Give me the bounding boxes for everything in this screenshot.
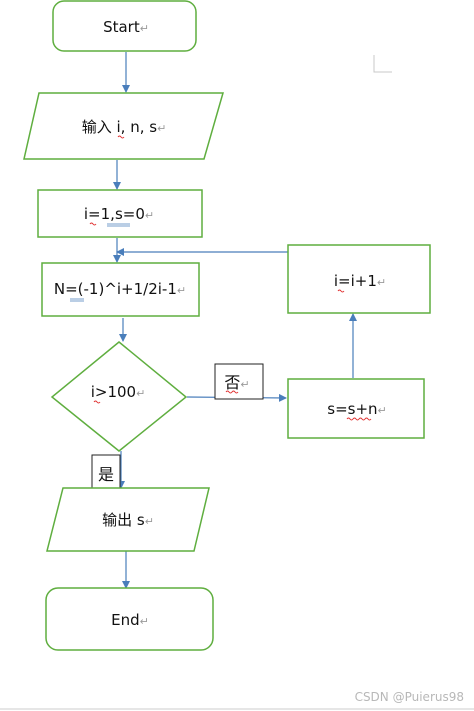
increment-node: i=i+1↵ xyxy=(287,244,431,314)
accumulate-process-shape xyxy=(287,378,425,439)
output-label: 输出 s↵ xyxy=(102,511,154,529)
yes-branch-label: 是 xyxy=(91,454,121,493)
compute-label: N=(-1)^i+1/2i-1↵ xyxy=(54,280,186,298)
decision-diamond-shape xyxy=(50,341,188,452)
compute-node: N=(-1)^i+1/2i-1↵ xyxy=(41,262,200,317)
grammar-underline xyxy=(107,223,130,227)
spell-squiggle xyxy=(225,390,239,394)
input-parallelogram-shape xyxy=(23,92,224,160)
accumulate-label: s=s+n↵ xyxy=(327,400,387,418)
init-process-shape xyxy=(37,189,203,238)
spell-squiggle xyxy=(117,135,125,139)
end-terminal-shape xyxy=(45,587,214,651)
start-node: Start↵ xyxy=(52,0,197,52)
paragraph-mark: ↵ xyxy=(177,284,186,297)
paragraph-mark: ↵ xyxy=(240,378,249,391)
no-label-box xyxy=(214,363,264,400)
decision-node: i>100↵ xyxy=(50,341,188,452)
spell-squiggle xyxy=(346,417,372,421)
input-label: 输入 i, n, s↵ xyxy=(82,118,167,136)
compute-process-shape xyxy=(41,262,200,317)
spell-squiggle xyxy=(89,222,97,226)
init-node: i=1,s=0↵ xyxy=(37,189,203,238)
grammar-underline xyxy=(70,298,84,302)
paragraph-mark: ↵ xyxy=(136,387,145,400)
spell-squiggle xyxy=(93,400,101,404)
output-node: 输出 s↵ xyxy=(46,487,210,552)
watermark: CSDN @Puierus98 xyxy=(355,690,464,704)
increment-process-shape xyxy=(287,244,431,314)
accumulate-node: s=s+n↵ xyxy=(287,378,425,439)
end-node: End↵ xyxy=(45,587,214,651)
increment-label: i=i+1↵ xyxy=(334,272,386,290)
paragraph-mark: ↵ xyxy=(140,615,149,628)
init-label: i=1,s=0↵ xyxy=(84,205,154,223)
paragraph-mark: ↵ xyxy=(157,122,166,135)
input-node: 输入 i, n, s↵ xyxy=(23,92,224,160)
no-label-text: 否↵ xyxy=(224,373,249,392)
yes-label-box xyxy=(91,454,121,493)
paragraph-mark: ↵ xyxy=(140,22,149,35)
start-terminal-shape xyxy=(52,0,197,52)
paragraph-mark: ↵ xyxy=(145,209,154,222)
paragraph-mark: ↵ xyxy=(377,276,386,289)
end-label: End↵ xyxy=(111,611,149,629)
start-label: Start↵ xyxy=(103,18,149,36)
paragraph-mark: ↵ xyxy=(145,515,154,528)
decision-label: i>100↵ xyxy=(91,383,146,401)
output-parallelogram-shape xyxy=(46,487,210,552)
paragraph-mark: ↵ xyxy=(378,404,387,417)
no-branch-label: 否↵ xyxy=(214,363,264,400)
spell-squiggle xyxy=(337,289,345,293)
yes-label-text: 是 xyxy=(98,465,114,484)
page-corner-mark xyxy=(373,55,392,73)
